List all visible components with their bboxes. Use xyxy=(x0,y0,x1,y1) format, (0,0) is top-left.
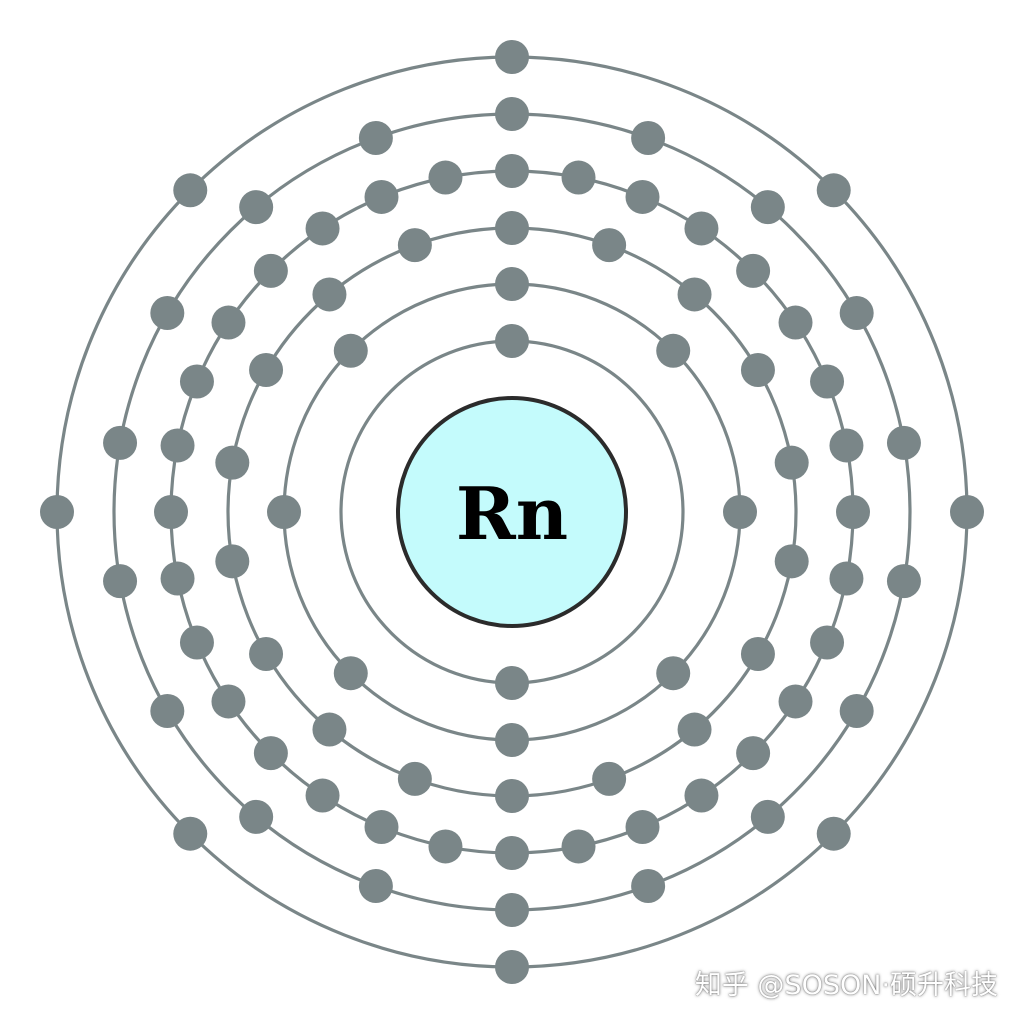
electron-shell-5 xyxy=(103,564,138,599)
electron-shell-5 xyxy=(150,694,185,728)
electron-shell-4 xyxy=(160,428,195,463)
electron-shell-3 xyxy=(677,277,712,312)
electron-shell-6 xyxy=(40,495,74,529)
electron-shell-2 xyxy=(495,267,529,301)
electron-shell-5 xyxy=(495,893,529,927)
electron-shell-4 xyxy=(778,305,813,340)
electrons xyxy=(40,40,984,984)
element-symbol: Rn xyxy=(456,471,568,556)
electron-shell-3 xyxy=(397,761,432,796)
electron-shell-5 xyxy=(239,799,274,834)
electron-shell-4 xyxy=(154,495,188,529)
watermark: 知乎 @SOSON·硕升科技 xyxy=(694,970,998,1001)
electron-shell-4 xyxy=(495,154,529,188)
electron-shell-2 xyxy=(656,333,691,368)
electron-shell-3 xyxy=(740,637,775,671)
electron-shell-5 xyxy=(358,869,393,903)
electron-shell-4 xyxy=(305,211,340,246)
electron-shell-5 xyxy=(886,564,921,599)
electron-shell-4 xyxy=(684,778,719,813)
electron-shell-4 xyxy=(625,810,660,845)
electron-shell-5 xyxy=(103,425,138,460)
electron-shell-4 xyxy=(428,829,463,864)
nucleus: Rn xyxy=(396,396,628,628)
electron-shell-3 xyxy=(495,779,529,813)
nucleus-circle xyxy=(396,396,628,628)
electron-shell-2 xyxy=(267,495,301,529)
electron-shell-5 xyxy=(631,121,666,155)
electron-shell-4 xyxy=(829,561,864,596)
electron-shell-2 xyxy=(333,333,368,368)
electron-shell-4 xyxy=(495,836,529,870)
electron-shell-3 xyxy=(215,544,250,579)
electron-shell-4 xyxy=(253,253,288,288)
electron-shell-5 xyxy=(886,425,921,460)
electron-shell-4 xyxy=(561,160,596,195)
electron-shell-1 xyxy=(495,666,529,700)
electron-shell-2 xyxy=(723,495,757,529)
electron-shell-4 xyxy=(211,684,246,719)
electron-shell-4 xyxy=(561,829,596,864)
electron-shell-2 xyxy=(656,656,691,691)
electron-shell-5 xyxy=(839,694,874,728)
electron-shell-4 xyxy=(305,778,340,813)
electron-shell-5 xyxy=(358,121,393,155)
electron-shell-6 xyxy=(173,173,208,208)
electron-shell-5 xyxy=(750,799,785,834)
electron-shell-6 xyxy=(173,816,208,851)
electron-shell-5 xyxy=(631,869,666,903)
electron-shell-4 xyxy=(810,625,845,660)
electron-shell-4 xyxy=(253,736,288,771)
electron-shell-5 xyxy=(839,296,874,330)
electron-shell-2 xyxy=(333,656,368,691)
electron-shell-3 xyxy=(592,761,627,796)
electron-shell-5 xyxy=(495,97,529,131)
electron-shell-4 xyxy=(625,179,660,214)
electron-shell-3 xyxy=(312,712,347,747)
electron-shell-4 xyxy=(684,211,719,246)
electron-shell-6 xyxy=(495,950,529,984)
electron-shell-4 xyxy=(364,810,399,845)
electron-shell-4 xyxy=(829,428,864,463)
electron-shell-4 xyxy=(364,179,399,214)
electron-shell-3 xyxy=(677,712,712,747)
electron-shell-3 xyxy=(774,544,809,579)
electron-shell-4 xyxy=(211,305,246,340)
electron-shell-3 xyxy=(249,637,284,671)
electron-shell-6 xyxy=(495,40,529,74)
electron-shell-3 xyxy=(774,445,809,480)
electron-shell-4 xyxy=(179,625,214,660)
electron-shell-5 xyxy=(750,190,785,225)
electron-shell-3 xyxy=(249,353,284,387)
electron-shell-3 xyxy=(495,211,529,245)
electron-shell-3 xyxy=(312,277,347,312)
electron-shell-6 xyxy=(816,173,851,208)
electron-shell-4 xyxy=(836,495,870,529)
electron-shell-3 xyxy=(592,228,627,263)
electron-shell-4 xyxy=(736,253,771,288)
electron-shell-4 xyxy=(810,364,845,399)
electron-shell-4 xyxy=(160,561,195,596)
electron-shell-1 xyxy=(495,324,529,358)
electron-shell-4 xyxy=(179,364,214,399)
electron-shell-2 xyxy=(495,723,529,757)
electron-shell-4 xyxy=(428,160,463,195)
electron-shell-6 xyxy=(816,816,851,851)
electron-shell-5 xyxy=(239,190,274,225)
electron-shell-3 xyxy=(215,445,250,480)
electron-shell-5 xyxy=(150,296,185,330)
electron-shell-6 xyxy=(950,495,984,529)
electron-shell-3 xyxy=(397,228,432,263)
electron-shell-4 xyxy=(778,684,813,719)
electron-shell-3 xyxy=(740,353,775,387)
electron-shell-4 xyxy=(736,736,771,771)
